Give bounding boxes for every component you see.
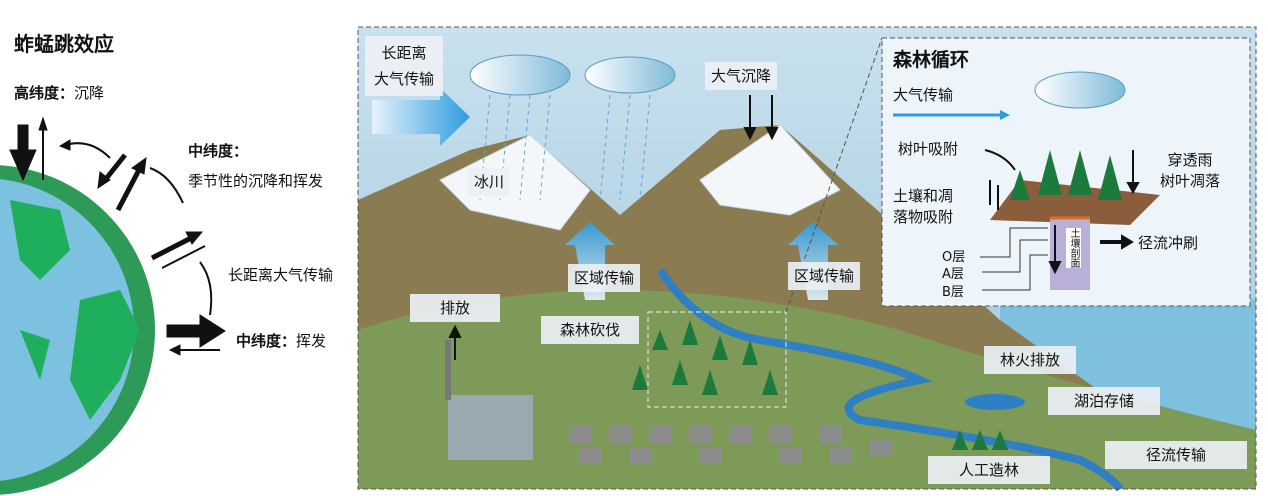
trees: [632, 320, 1008, 450]
throughfall-label: 穿透雨树叶凋落: [1160, 151, 1221, 190]
afforestation-label: 人工造林: [928, 456, 1050, 484]
leaf-adsorption-label: 树叶吸附: [898, 140, 959, 158]
a-layer-label: A层: [942, 267, 964, 282]
houses: [570, 425, 892, 464]
deposition-arrows: [448, 95, 779, 360]
title: 蚱蜢跳效应: [14, 32, 114, 56]
lake-storage-label: 湖泊存储: [1048, 387, 1160, 415]
runoff-wash-label: 径流冲刷: [1138, 234, 1199, 252]
inset-atm-label: 大气传输: [893, 86, 954, 104]
long-range-label: 长距离大气传输: [228, 266, 334, 284]
rain: [479, 94, 651, 201]
mid-latitude-1-desc: 季节性的沉降和挥发: [188, 172, 324, 190]
left-arrows: [9, 116, 226, 356]
long-range-arrow: [372, 88, 470, 146]
b-layer-label: B层: [942, 285, 964, 300]
o-layer-label: O层: [942, 250, 966, 265]
emission-label: 排放: [410, 294, 500, 322]
runoff-transport-label: 径流传输: [1105, 441, 1247, 469]
fire-emission-label: 林火排放: [984, 346, 1076, 374]
deforestation-label: 森林砍伐: [541, 316, 639, 344]
soil-profile-label: 土壤剖面: [1066, 228, 1081, 268]
mid-latitude-2-label: 中纬度：挥发: [236, 332, 327, 350]
long-range-transport-label: 长距离大气传输: [365, 36, 443, 96]
regional-transport-label-2: 区域传输: [788, 262, 861, 290]
glacier-label: 冰川: [468, 168, 511, 196]
regional-transport-label-1: 区域传输: [568, 264, 641, 292]
deposition-label: 大气沉降: [705, 62, 778, 90]
main-panel-border: [357, 26, 1257, 490]
high-latitude-label: 高纬度：沉降: [14, 84, 105, 102]
soil-adsorption-label: 土壤和凋落物吸附: [893, 187, 954, 226]
globe: [0, 165, 155, 495]
mid-latitude-1-heading: 中纬度：: [188, 142, 249, 160]
inset-title: 森林循环: [893, 49, 970, 71]
